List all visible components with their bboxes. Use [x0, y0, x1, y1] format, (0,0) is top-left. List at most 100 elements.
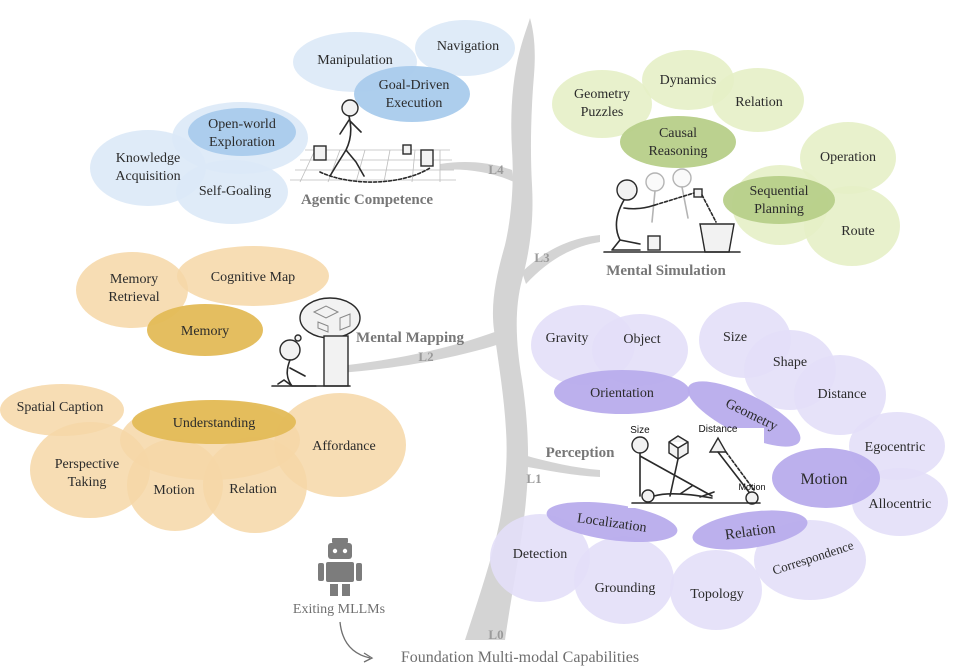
robot-head: [328, 543, 352, 559]
core-sequential: [723, 176, 835, 224]
robot-eye-right: [342, 548, 348, 554]
label-open-world-2: Exploration: [209, 135, 275, 150]
label-relation-sim: Relation: [735, 95, 782, 110]
petal-relation-sim: [712, 68, 804, 132]
child-block: [647, 235, 661, 251]
level-l2: L2: [418, 349, 433, 364]
label-knowledge-2: Acquisition: [115, 169, 180, 184]
petal-perspective: [30, 422, 150, 518]
throw-path: [654, 192, 717, 223]
label-motion-perc: Motion: [800, 471, 847, 488]
petal-object: [592, 314, 688, 386]
label-knowledge-1: Knowledge: [116, 151, 181, 166]
label-orientation: Orientation: [590, 386, 654, 401]
arrow-head: [363, 652, 374, 663]
lying-head: [641, 489, 655, 503]
level-l3: L3: [534, 250, 550, 265]
label-egocentric: Egocentric: [865, 440, 926, 455]
label-distance: Distance: [818, 387, 867, 402]
label-cognitive-map: Cognitive Map: [211, 270, 295, 285]
petal-distance: [794, 355, 886, 435]
kneeling-child-icon: [603, 168, 741, 253]
label-sequential-2: Planning: [754, 202, 804, 217]
branch-l4: [440, 162, 514, 182]
core-memory: [147, 304, 263, 356]
label-allocentric: Allocentric: [869, 497, 932, 512]
petal-operation: [800, 122, 896, 194]
tree-trunk: [340, 18, 600, 640]
group-title-agentic: Agentic Competence: [301, 192, 433, 208]
core-geometry: [687, 381, 801, 447]
core-goal-driven: [354, 66, 470, 122]
label-route: Route: [841, 224, 874, 239]
icon-label-distance: Distance: [699, 424, 738, 435]
child-head: [616, 179, 638, 201]
ghost-figures: [645, 168, 692, 223]
target-bucket: [699, 223, 735, 253]
icon-size-sphere: [631, 436, 649, 454]
label-motion-map: Motion: [153, 483, 194, 498]
group-title-mental-simulation: Mental Simulation: [606, 263, 726, 279]
robot-leg-left: [330, 584, 338, 596]
label-detection: Detection: [513, 547, 567, 562]
label-relation-map: Relation: [229, 482, 276, 497]
walking-agent-icon: [290, 99, 456, 183]
label-existing-mllms: Exiting MLLMs: [293, 602, 385, 617]
agent-head: [341, 99, 359, 117]
group-title-perception: Perception: [546, 445, 616, 461]
core-motion: [772, 448, 880, 508]
label-perspective-2: Taking: [68, 475, 107, 490]
label-memory: Memory: [181, 324, 229, 339]
petal-topology: [670, 550, 762, 630]
agent-body: [329, 115, 365, 177]
perception-cluster: Gravity Object Orientation Size Shape Di…: [490, 302, 948, 630]
thought-dot-1: [294, 334, 302, 342]
goal-bin: [420, 149, 434, 167]
icon-distance-dash: [725, 451, 755, 491]
icon-cube: [668, 435, 689, 460]
label-memory-retrieval-2: Retrieval: [108, 290, 159, 305]
icon-label-size: Size: [630, 425, 650, 436]
thought-bubble: [299, 297, 361, 339]
child-body: [611, 199, 656, 251]
label-geometry-1: Geometry: [574, 87, 630, 102]
branch-l3: [522, 235, 600, 284]
core-causal: [620, 116, 736, 168]
label-gravity: Gravity: [546, 331, 589, 346]
mental-simulation-cluster: Geometry Puzzles Dynamics Relation Causa…: [552, 50, 900, 266]
branch-l2: [340, 330, 503, 373]
label-foundation: Foundation Multi-modal Capabilities: [401, 649, 639, 666]
robot-arm-left: [318, 563, 324, 581]
agentic-competence-cluster: Manipulation Navigation Goal-Driven Exec…: [90, 20, 515, 224]
icon-motion-ball: [745, 491, 759, 505]
label-size: Size: [723, 330, 747, 345]
robot-leg-right: [342, 584, 350, 596]
label-navigation: Navigation: [437, 39, 499, 54]
core-orientation: [554, 370, 690, 414]
label-grounding: Grounding: [595, 581, 656, 596]
label-topology: Topology: [690, 587, 743, 602]
label-operation: Operation: [820, 150, 876, 165]
level-l4: L4: [488, 162, 504, 177]
lying-child-perception-icon: Size Distance Motion: [628, 424, 766, 508]
robot-antenna: [332, 538, 348, 543]
petal-cognitive-map: [177, 246, 329, 306]
sitting-board: [323, 335, 349, 387]
label-goal-driven-2: Execution: [386, 96, 443, 111]
robot-icon: [318, 538, 362, 596]
robot-arm-right: [356, 563, 362, 581]
icon-sight-lines: [639, 451, 753, 497]
label-goal-driven-1: Goal-Driven: [379, 78, 450, 93]
label-affordance: Affordance: [312, 439, 376, 454]
label-object: Object: [623, 332, 660, 347]
core-localization: [546, 501, 678, 543]
level-l1: L1: [526, 471, 541, 486]
petal-geometry-puzzles: [552, 70, 652, 138]
robot-eye-left: [332, 548, 338, 554]
floor-grid: [290, 149, 456, 183]
sitting-child-thinking-icon: [271, 297, 361, 387]
core-open-world: [188, 108, 296, 156]
label-sequential-1: Sequential: [749, 184, 808, 199]
